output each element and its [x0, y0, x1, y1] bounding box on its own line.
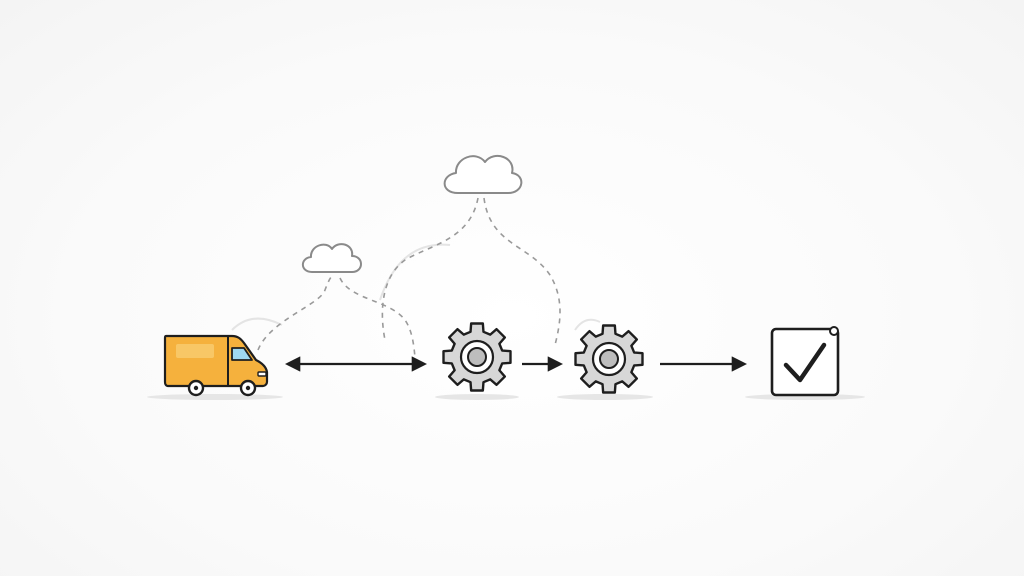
checkmark-icon	[783, 342, 827, 383]
checkbox-checked-icon	[770, 326, 840, 397]
dashed-large-cloud-to-gear-1	[381, 197, 479, 341]
cloud-icon	[301, 243, 362, 273]
ground-shadows	[147, 394, 865, 400]
dashed-van-to-small-cloud	[257, 275, 333, 351]
background-swooshes	[231, 243, 601, 331]
delivery-van-icon	[163, 334, 269, 397]
dashed-small-cloud-to-gear-1	[339, 277, 416, 359]
gear-hub	[467, 347, 487, 367]
gear-icon	[574, 324, 644, 394]
cloud-icon	[443, 154, 523, 194]
dashed-connectors	[257, 197, 561, 359]
dashed-large-cloud-to-gear-2	[483, 197, 561, 346]
gear-icon	[442, 322, 512, 392]
checkbox-corner-dot	[829, 326, 839, 336]
gear-hub	[599, 349, 619, 369]
